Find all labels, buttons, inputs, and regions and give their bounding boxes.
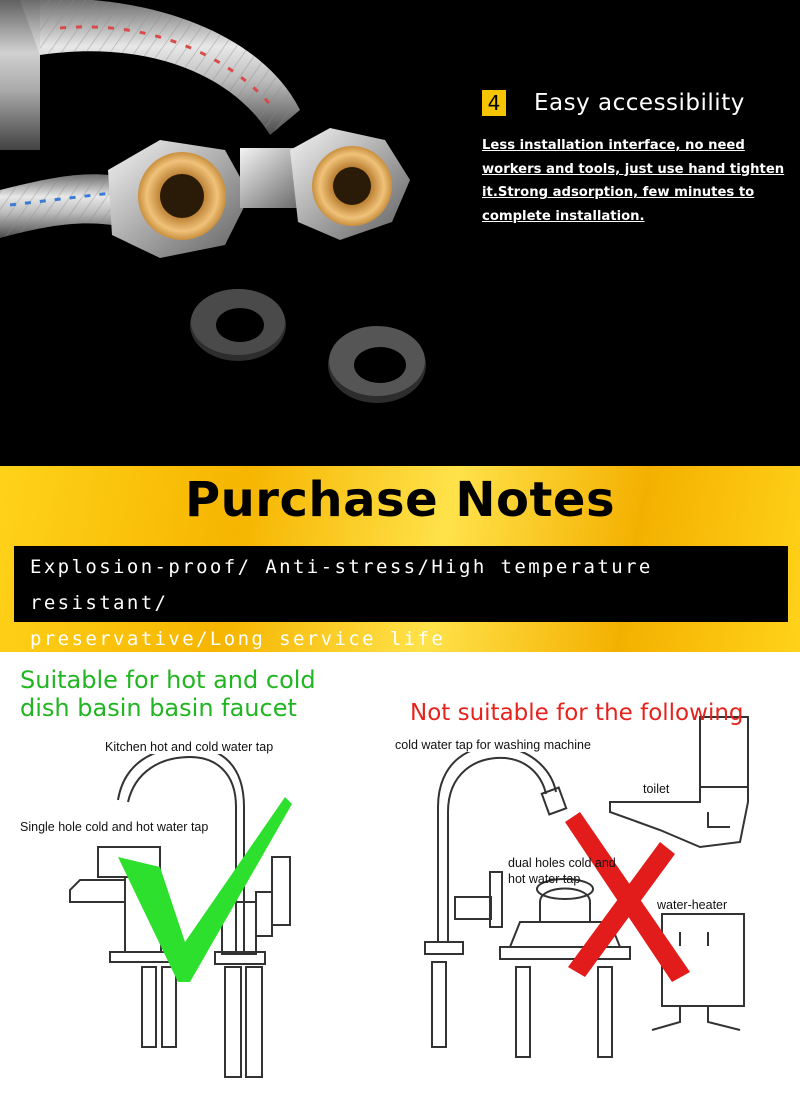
faucet-diagrams: [69, 716, 749, 1078]
suitable-line-1: Suitable for hot and cold: [20, 666, 316, 694]
compatibility-section: Suitable for hot and cold dish basin bas…: [0, 652, 800, 1108]
suitable-heading: Suitable for hot and cold dish basin bas…: [20, 666, 316, 722]
notes-features-box: Explosion-proof/ Anti-stress/High temper…: [14, 546, 788, 650]
notes-line-2: preservative/Long service life: [30, 628, 446, 650]
not-suitable-heading: Not suitable for the following: [410, 700, 744, 726]
cross-mark-icon: [565, 812, 690, 982]
feature-description: Less installation interface, no need wor…: [482, 138, 785, 224]
feature-section: 4 Easy accessibility Less installation i…: [0, 0, 800, 466]
label-dual-holes-1: dual holes cold and: [508, 856, 616, 870]
feature-number-badge: 4: [482, 90, 506, 116]
label-single-hole-tap: Single hole cold and hot water tap: [20, 820, 209, 834]
hose-connector-image: [0, 0, 426, 403]
check-mark-icon: [118, 797, 292, 982]
label-dual-holes-2: hot water tap: [508, 872, 581, 886]
notes-line-1: Explosion-proof/ Anti-stress/High temper…: [30, 556, 653, 614]
purchase-notes-band: Purchase Notes Explosion-proof/ Anti-str…: [0, 466, 800, 652]
feature-title: Easy accessibility: [534, 90, 745, 116]
feature-block: 4 Easy accessibility Less installation i…: [482, 90, 794, 228]
label-kitchen-tap: Kitchen hot and cold water tap: [105, 740, 274, 754]
label-water-heater: water-heater: [657, 898, 728, 912]
purchase-notes-title: Purchase Notes: [184, 472, 616, 528]
label-washing-machine-tap: cold water tap for washing machine: [395, 738, 591, 752]
feature-heading: 4 Easy accessibility: [482, 90, 794, 116]
label-toilet: toilet: [643, 782, 670, 796]
suitable-line-2: dish basin basin faucet: [20, 694, 297, 722]
